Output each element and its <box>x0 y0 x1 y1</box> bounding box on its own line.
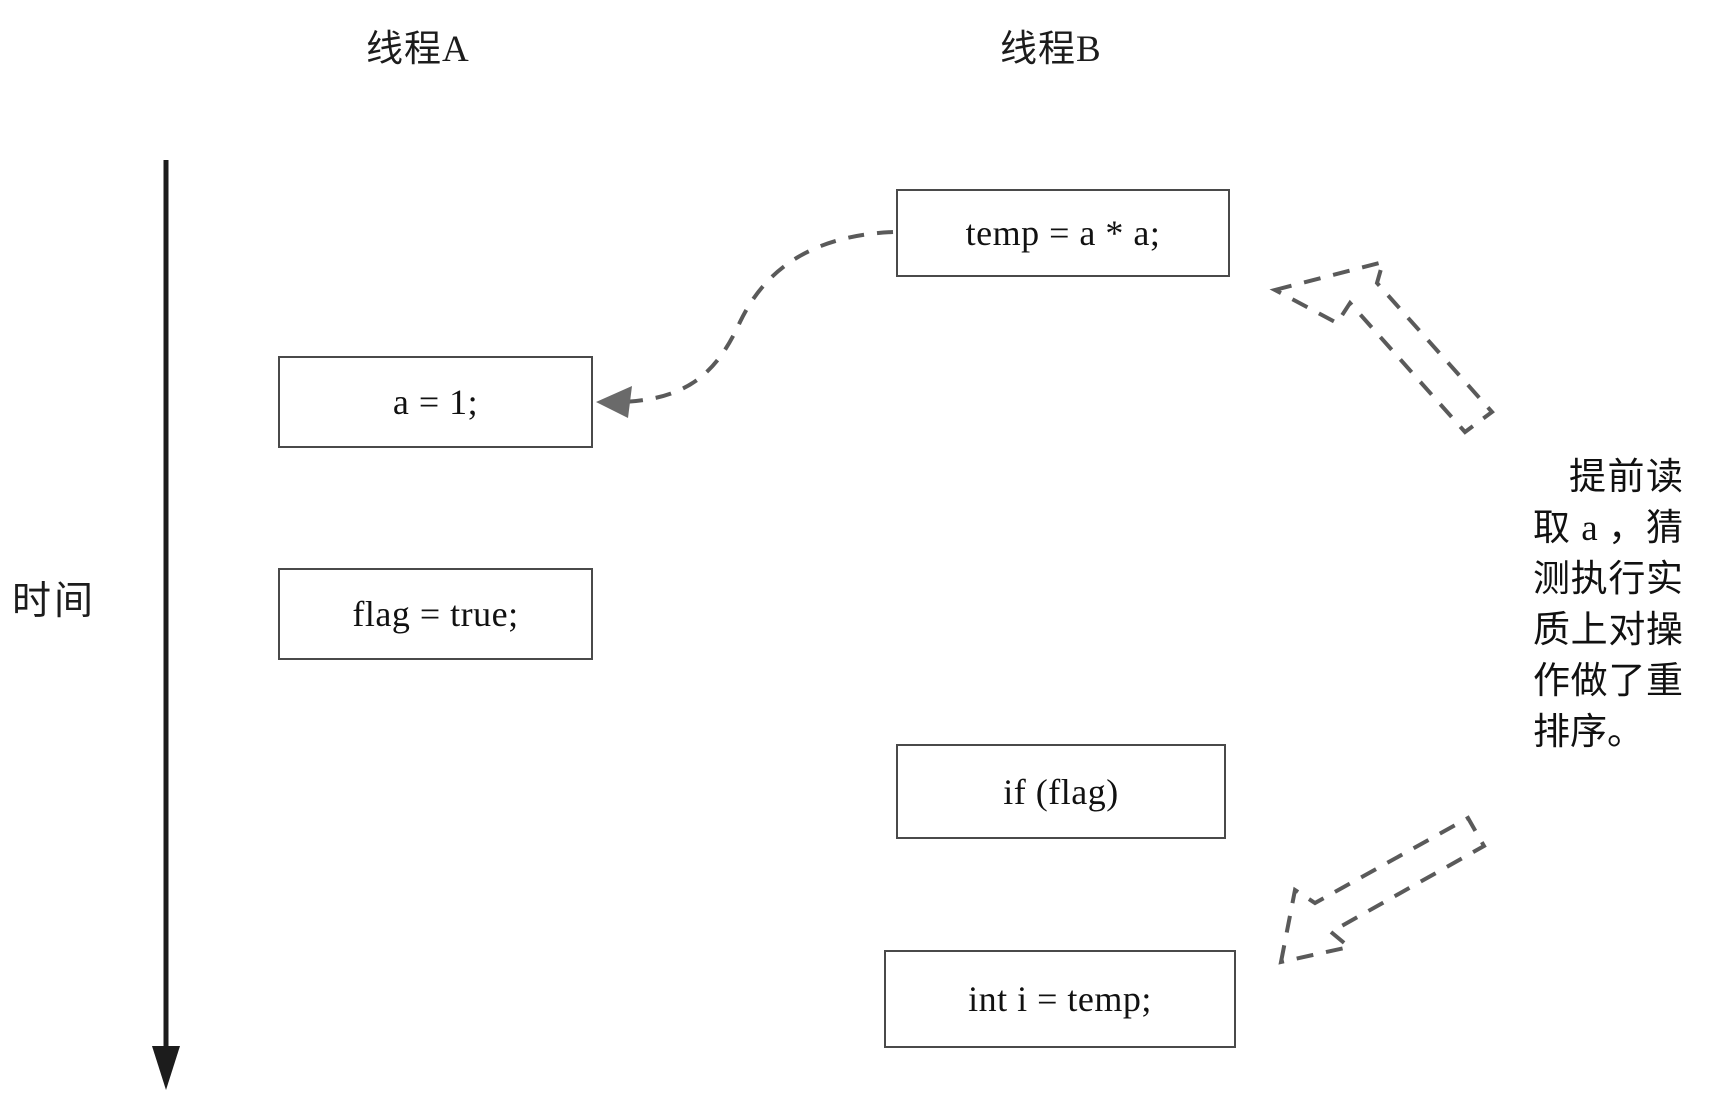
time-axis-label: 时间 <box>12 580 97 623</box>
column-header-thread-a: 线程A <box>366 29 470 70</box>
statement-box-temp: temp = a * a; <box>896 189 1230 277</box>
annotation-text: 提前读取 a ，猜测执行实质上对操作做了重排序。 <box>1533 457 1683 753</box>
time-axis-arrow <box>152 160 180 1090</box>
statement-box-int-i: int i = temp; <box>884 950 1236 1048</box>
statement-box-a-assign: a = 1; <box>278 356 593 448</box>
dashed-block-arrow-lower <box>1278 815 1487 965</box>
statement-box-if-flag: if (flag) <box>896 744 1226 839</box>
statement-box-flag-true: flag = true; <box>278 568 593 660</box>
dashed-curve-temp-to-a-assign <box>596 230 894 418</box>
dashed-block-arrow-upper <box>1269 259 1495 435</box>
column-header-thread-b: 线程B <box>1000 29 1102 70</box>
